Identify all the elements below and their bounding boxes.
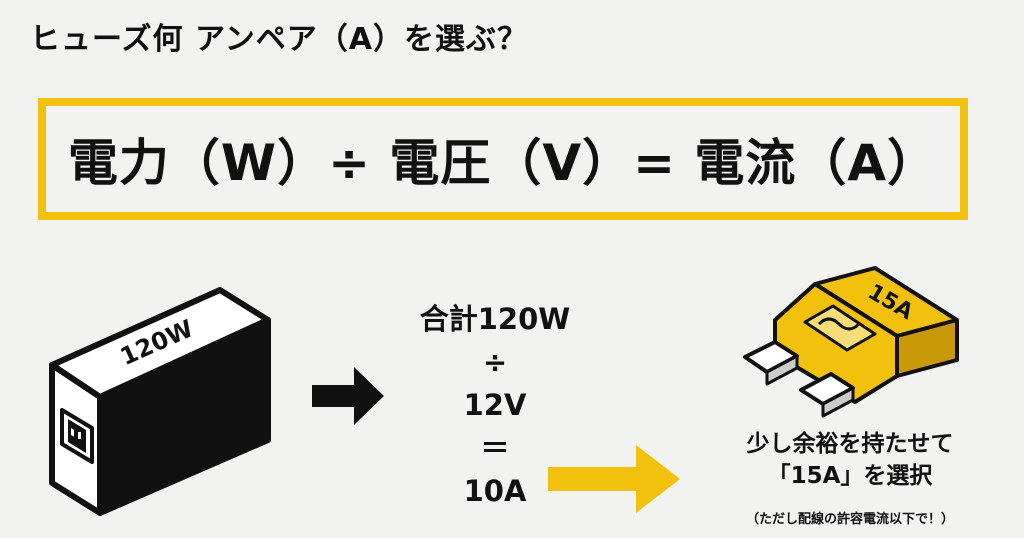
note-main: 少し余裕を持たせて 「15A」を選択 — [700, 428, 1000, 492]
ac-socket-icon — [60, 408, 94, 464]
arrow-right-yellow-icon — [548, 445, 680, 513]
calc-result: 10A — [463, 474, 527, 508]
note-sub: （ただし配線の許容電流以下で！） — [745, 512, 954, 527]
arrow-right-icon — [312, 367, 384, 425]
page-title: ヒューズ何 アンペア（A）を選ぶ？ — [30, 22, 528, 57]
calc-voltage: 12V — [463, 388, 527, 422]
formula-text: 電力（W）÷ 電圧（V）= 電流（A） — [67, 134, 939, 192]
blade-fuse-icon: 15A — [743, 266, 959, 418]
note-line-1: 少し余裕を持たせて — [746, 431, 954, 457]
calc-total: 合計120W — [419, 302, 571, 336]
formula-box: 電力（W）÷ 電圧（V）= 電流（A） — [38, 98, 968, 220]
calc-equals-sign: ＝ — [480, 431, 510, 465]
calc-divide-sign: ÷ — [482, 345, 508, 379]
calculation: 合計120W ÷ 12V ＝ 10A — [395, 298, 595, 513]
note-line-2: 「15A」を選択 — [767, 463, 933, 489]
power-supply-icon: 120W — [49, 287, 271, 516]
